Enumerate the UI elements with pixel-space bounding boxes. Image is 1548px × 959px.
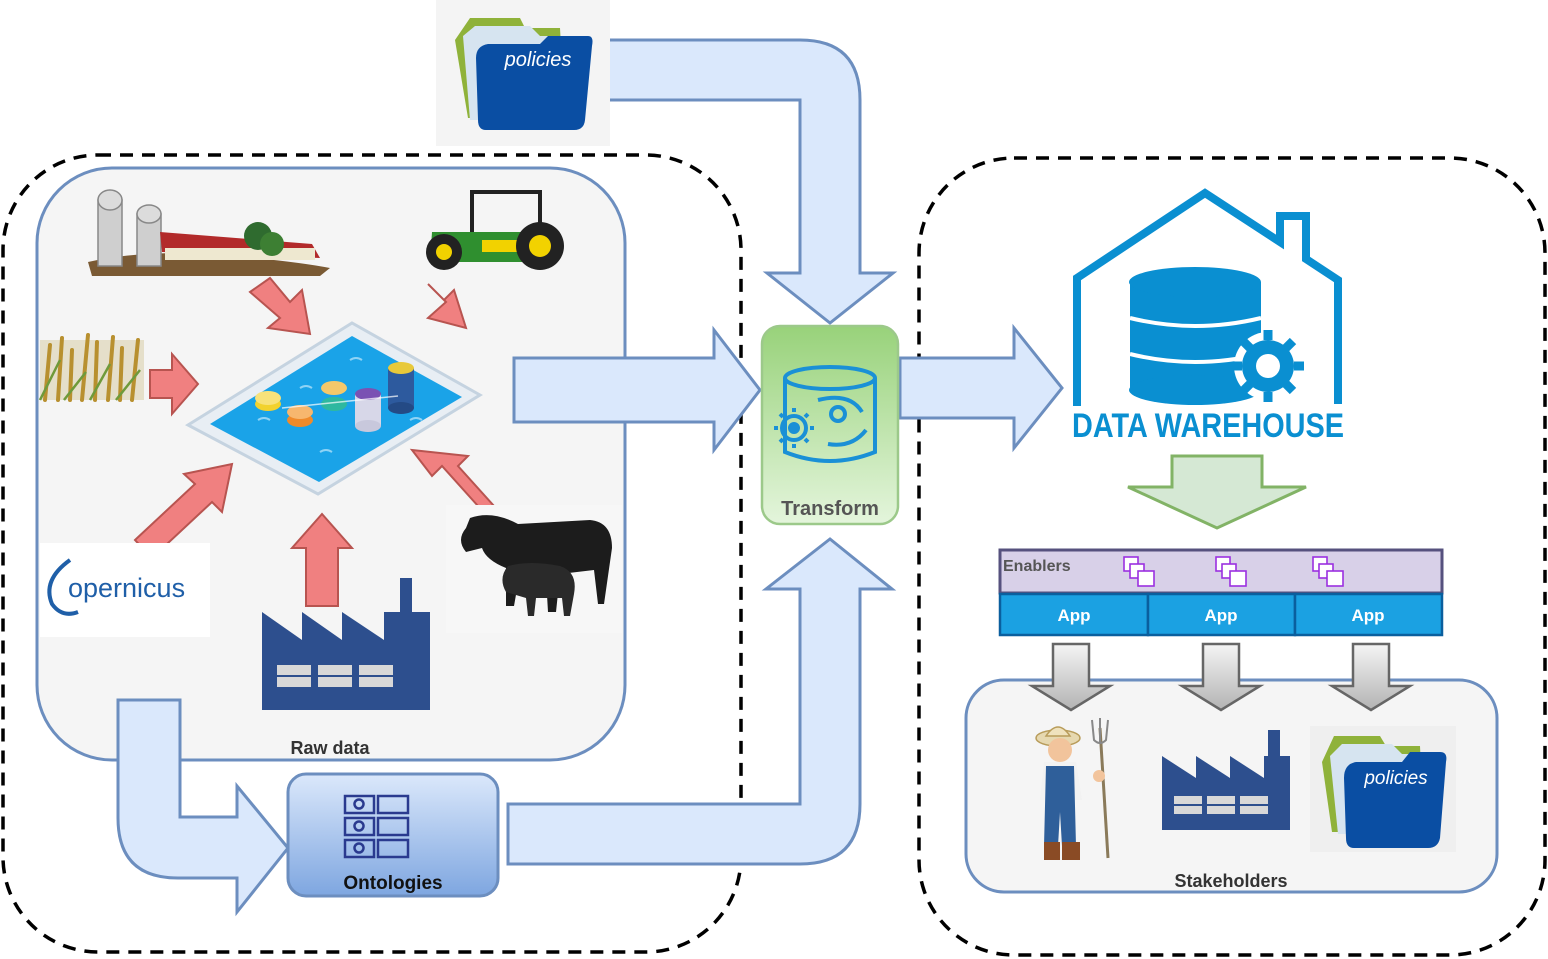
right-dashed-container — [917, 156, 1547, 957]
app-to-stakeholder-arrows — [1027, 642, 1415, 712]
data-warehouse-label: DATA WAREHOUSE — [1072, 407, 1344, 445]
policies-top-label: policies — [504, 49, 572, 71]
policies-stakeholder-label: policies — [1363, 768, 1428, 789]
data-lake-icon — [184, 321, 483, 496]
ontologies-to-transform-arrow — [506, 537, 897, 866]
left-dashed-container — [1, 153, 743, 954]
app-row: App App App — [998, 592, 1444, 637]
transform-label: Transform — [781, 498, 879, 520]
ontologies-label: Ontologies — [343, 873, 442, 894]
stakeholder-factory-icon — [1162, 730, 1290, 830]
stakeholders-label: Stakeholders — [1174, 871, 1287, 891]
grey-down-arrow — [1327, 642, 1415, 712]
cattle-icon — [446, 505, 622, 633]
farm-buildings-icon — [88, 189, 330, 276]
red-input-arrows — [133, 276, 497, 607]
enabler-icon — [1312, 556, 1344, 587]
app-label: App — [1057, 606, 1090, 625]
enabler-icon — [1123, 556, 1155, 587]
farmer-icon — [1035, 718, 1110, 860]
app-box — [1293, 592, 1444, 637]
policies-folder-icon: policies — [436, 0, 610, 146]
raw-data-label: Raw data — [290, 738, 370, 758]
transform-to-warehouse-arrow — [898, 323, 1064, 453]
ontologies-box: Ontologies — [286, 772, 500, 898]
database-gear-icon — [774, 365, 877, 463]
copernicus-logo: opernicus — [40, 543, 210, 637]
tractor-icon — [426, 190, 564, 270]
rawdata-to-ontologies-arrow — [116, 698, 290, 917]
copernicus-logo-text: opernicus — [68, 573, 185, 603]
enabler-icons — [1123, 556, 1344, 587]
policies-to-transform-arrow — [588, 38, 898, 325]
grey-down-arrow — [1177, 642, 1265, 712]
wheat-field-icon — [38, 333, 144, 402]
factory-icon — [262, 578, 430, 710]
grey-down-arrow — [1027, 642, 1115, 712]
data-warehouse-icon — [1073, 188, 1342, 406]
warehouse-to-apps-arrow — [1127, 454, 1307, 530]
app-label: App — [1351, 606, 1384, 625]
enablers-label: Enablers — [1003, 558, 1071, 575]
stakeholder-policies-folder-icon: policies — [1310, 726, 1456, 852]
ontology-grid-icon — [343, 794, 410, 859]
app-label: App — [1204, 606, 1237, 625]
enabler-icon — [1215, 556, 1247, 587]
transform-box: Transform — [760, 324, 900, 526]
rawdata-to-transform-arrow — [512, 325, 762, 455]
